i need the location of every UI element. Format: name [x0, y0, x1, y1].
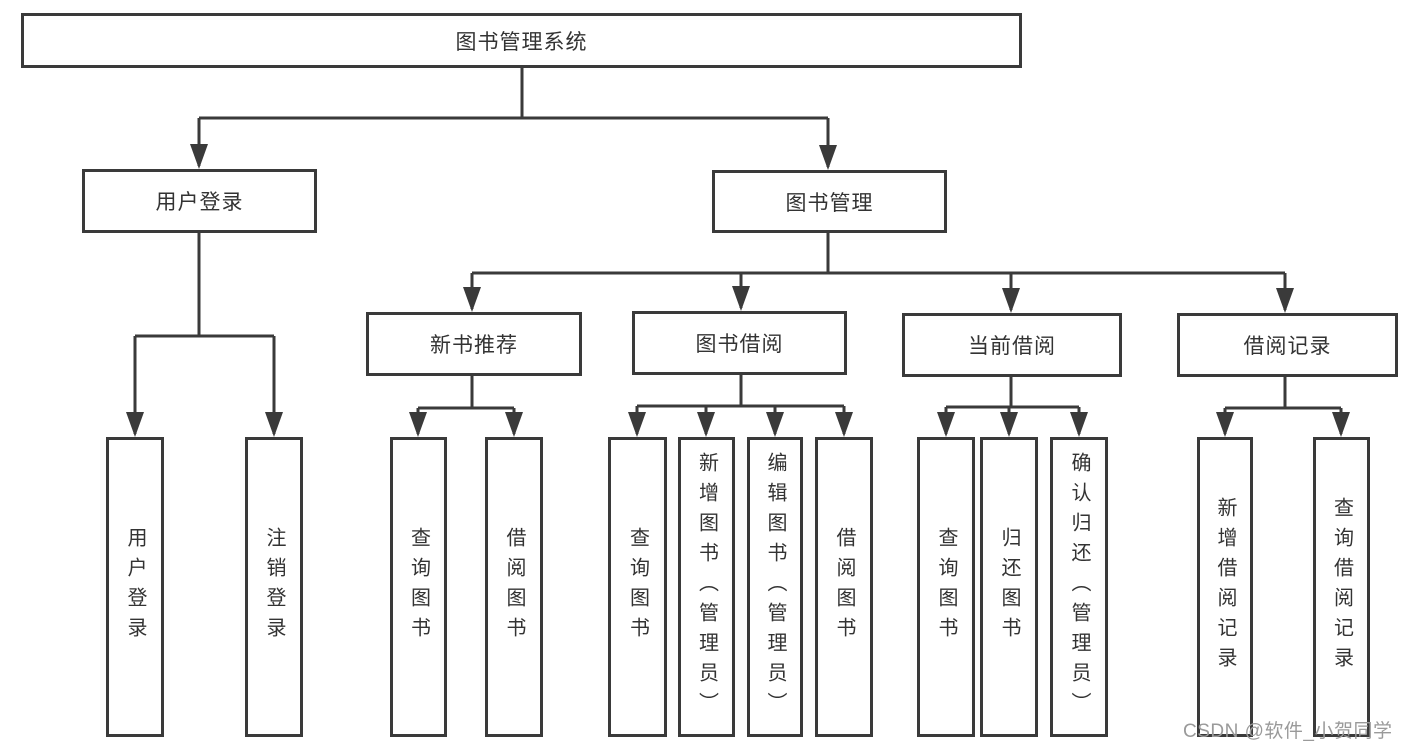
leaf-label: 查询图书	[626, 527, 649, 647]
leaf-edit-books-admin: 编辑图书（管理员）	[747, 437, 803, 737]
node-new-book-recommend: 新书推荐	[366, 312, 582, 376]
leaf-query-books-current: 查询图书	[917, 437, 975, 737]
node-book-borrowing: 图书借阅	[632, 311, 847, 375]
leaf-label: 确认归还（管理员）	[1068, 452, 1090, 722]
leaf-user-login: 用户登录	[106, 437, 164, 737]
node-current-borrowing: 当前借阅	[902, 313, 1122, 377]
leaf-query-borrow-record: 查询借阅记录	[1313, 437, 1370, 737]
leaf-label: 编辑图书（管理员）	[764, 452, 786, 722]
leaf-query-books-borrowing: 查询图书	[608, 437, 667, 737]
leaf-label: 新增借阅记录	[1214, 497, 1236, 677]
leaf-add-books-admin: 新增图书（管理员）	[678, 437, 735, 737]
leaf-user-login-label: 用户登录	[124, 527, 146, 647]
leaf-label: 查询借阅记录	[1330, 497, 1353, 677]
leaf-logout: 注销登录	[245, 437, 303, 737]
node-borrowing-records: 借阅记录	[1177, 313, 1398, 377]
watermark-text: CSDN @软件_小贺同学	[1183, 721, 1393, 742]
leaf-logout-label: 注销登录	[263, 527, 285, 647]
node-root-system: 图书管理系统	[21, 13, 1022, 68]
leaf-label: 新增图书（管理员）	[695, 452, 718, 722]
node-user-login: 用户登录	[82, 169, 317, 233]
leaf-borrow-books-recommend: 借阅图书	[485, 437, 543, 737]
leaf-borrow-books: 借阅图书	[815, 437, 873, 737]
leaf-label: 借阅图书	[503, 527, 525, 647]
leaf-query-books-recommend: 查询图书	[390, 437, 447, 737]
leaf-add-borrow-record: 新增借阅记录	[1197, 437, 1253, 737]
leaf-label: 借阅图书	[833, 527, 855, 647]
leaf-return-books: 归还图书	[980, 437, 1038, 737]
node-book-management: 图书管理	[712, 170, 947, 233]
leaf-label: 查询图书	[935, 527, 957, 647]
leaf-label: 查询图书	[407, 527, 430, 647]
leaf-label: 归还图书	[998, 527, 1020, 647]
leaf-confirm-return-admin: 确认归还（管理员）	[1050, 437, 1108, 737]
